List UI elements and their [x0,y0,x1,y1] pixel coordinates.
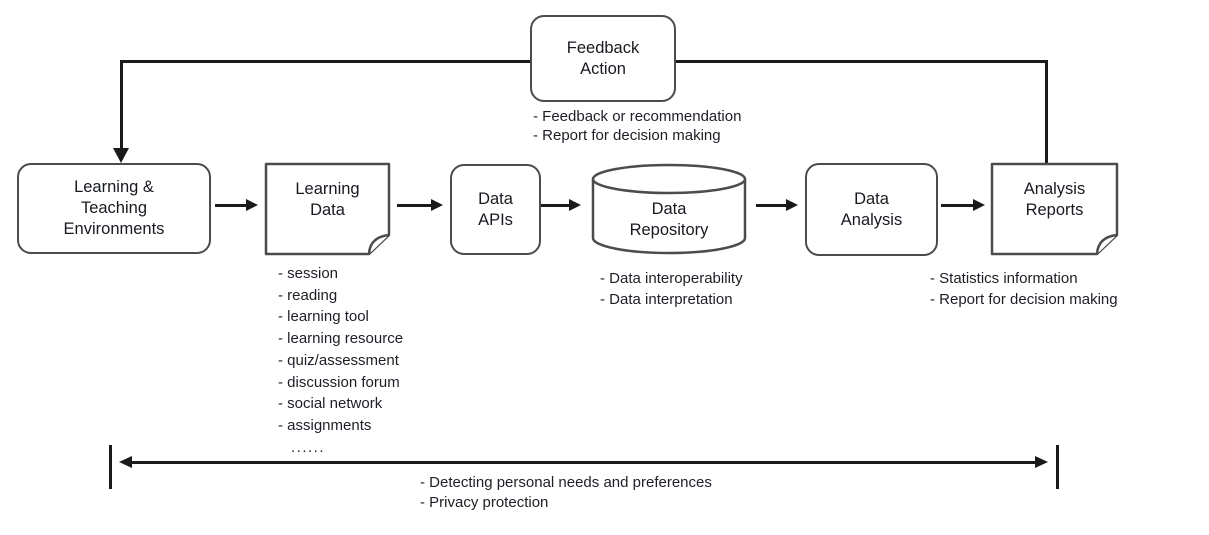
feedback-action-notes: - Feedback or recommendation - Report fo… [533,107,741,145]
flow-arrow-4 [756,199,798,212]
scope-tick-left [109,445,112,489]
note-item: - Data interpretation [600,291,733,308]
database-cylinder-icon [591,163,747,255]
node-label: Feedback Action [566,38,640,78]
arrowhead-right-icon [246,199,258,211]
node-label: Learning & Teaching Environments [63,178,165,238]
node-label: Analysis Reports [1023,180,1086,219]
arrow-shaft [215,204,248,207]
arrowhead-right-icon [431,199,443,211]
arrow-shaft [397,204,433,207]
arrowhead-right-icon [1035,456,1048,468]
node-label: Data Repository [629,199,709,239]
arrowhead-right-icon [569,199,581,211]
node-learning-teaching-environments: Learning & Teaching Environments [17,163,211,254]
arrowhead-down-icon [113,148,129,163]
note-item: - reading [278,286,338,304]
document-shape-icon [264,162,391,256]
arrow-shaft [756,204,788,207]
node-data-analysis: Data Analysis [805,163,938,256]
arrow-shaft [941,204,975,207]
node-label: Data APIs [478,189,513,229]
note-item-ellipsis: ...... [291,438,326,456]
scope-line [131,461,1036,464]
flow-arrow-5 [941,199,985,212]
cylinder-shape-data-repository: Data Repository [591,163,747,256]
note-item: - social network [278,395,383,413]
document-shape-analysis-reports: Analysis Reports [990,162,1119,256]
note-item: - Statistics information [930,270,1078,287]
note-item: - Detecting personal needs and preferenc… [420,474,712,491]
arrowhead-right-icon [973,199,985,211]
node-data-apis: Data APIs [450,164,541,255]
arrowhead-right-icon [786,199,798,211]
note-item: - learning resource [278,330,404,348]
arrowhead-left-icon [119,456,132,468]
arrow-shaft [541,204,571,207]
document-shape-icon [990,162,1119,256]
feedback-return-line-right [1045,60,1048,164]
document-shape-learning-data: Learning Data [264,162,391,256]
note-item: - Report for decision making [533,127,721,144]
note-item: - Data interoperability [600,270,743,287]
note-item: - quiz/assessment [278,351,399,369]
note-item: - session [278,265,339,282]
node-feedback-action: Feedback Action [530,15,676,102]
data-repository-notes: - Data interoperability - Data interpret… [600,268,743,310]
scope-tick-right [1056,445,1059,489]
flow-arrow-1 [215,199,258,212]
note-item: - learning tool [278,308,369,326]
analysis-reports-notes: - Statistics information - Report for de… [930,268,1118,310]
flow-arrow-2 [397,199,443,212]
note-item: - Report for decision making [930,291,1118,308]
bottom-scope-notes: - Detecting personal needs and preferenc… [420,473,712,513]
flow-arrow-3 [541,199,581,212]
node-label: Learning Data [295,180,360,219]
note-item: - Feedback or recommendation [533,108,742,125]
note-item: - assignments [278,416,372,434]
note-item: - discussion forum [278,373,400,391]
node-label: Data Analysis [840,189,903,229]
note-item: - Privacy protection [420,494,549,511]
feedback-return-line-left [120,60,123,148]
learning-data-notes: - session - reading - learning tool - le… [278,263,403,458]
